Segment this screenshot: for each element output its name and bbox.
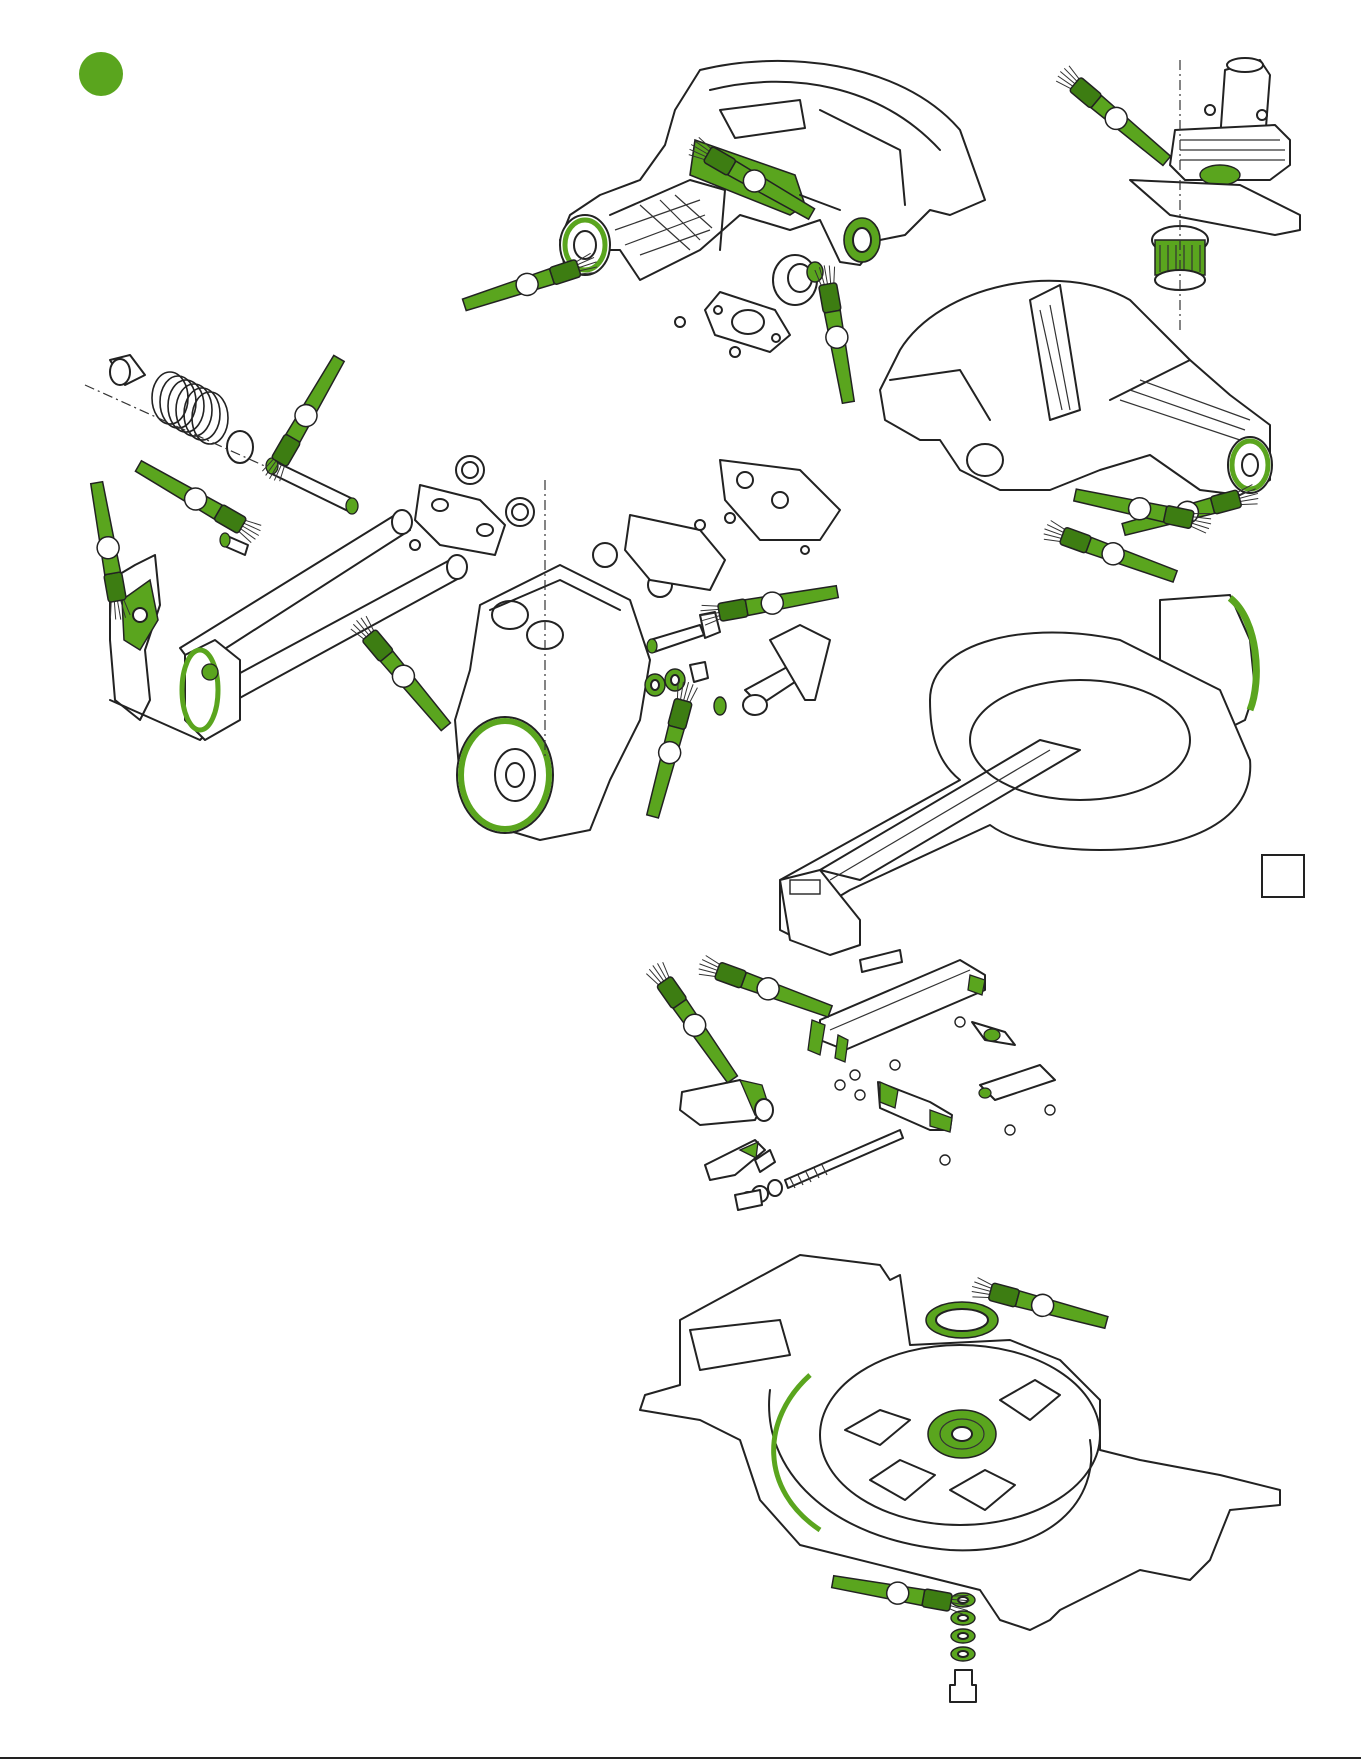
upper-arm-assembly (560, 61, 985, 357)
grease-brush-icon (348, 613, 454, 734)
gearbox-assembly (1130, 58, 1300, 330)
grease-brush-icon (698, 581, 839, 627)
page-tab-box (1262, 855, 1304, 897)
grease-brush-icon (260, 353, 349, 484)
turntable-assembly (780, 595, 1304, 955)
bevel-housing-assembly (415, 456, 840, 840)
bevel-lock-assembly (680, 950, 1055, 1210)
grease-brush-icon (813, 263, 859, 404)
grease-brush-icon (1041, 519, 1179, 587)
section-marker-dot (79, 52, 123, 96)
grease-brush-icon (642, 679, 699, 819)
grease-brush-icon (1053, 63, 1174, 169)
blade-guard-assembly (880, 281, 1272, 495)
base-assembly (640, 1255, 1280, 1702)
grease-brush-icon (133, 456, 264, 545)
grease-brush-icon (696, 954, 834, 1022)
